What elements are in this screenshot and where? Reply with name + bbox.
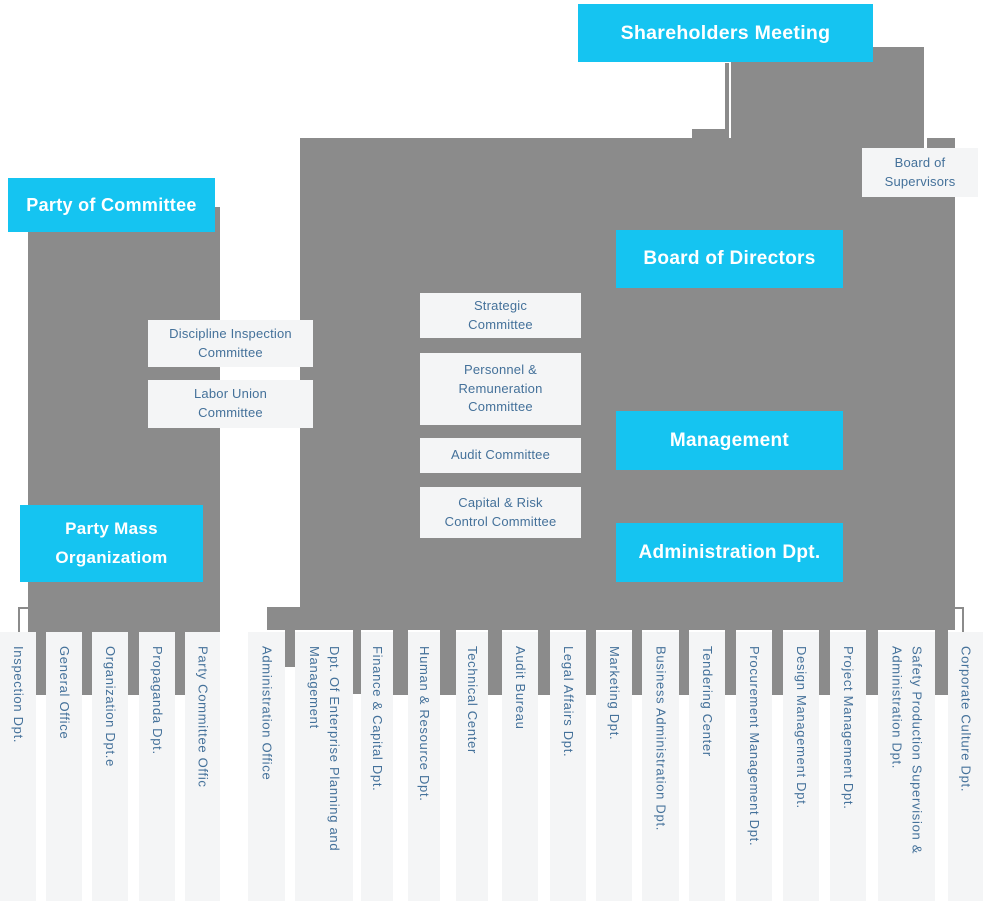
node-management: Management (616, 411, 843, 470)
dept-safety-production: Safety Production Supervision & Administ… (878, 632, 935, 901)
connector-strip (538, 629, 550, 695)
dept-corporate-culture: Corporate Culture Dpt. (948, 632, 983, 901)
dept-procurement-management: Procurement Management Dpt. (736, 632, 772, 901)
connector-strip (819, 629, 830, 695)
node-label: Audit Committee (450, 447, 551, 463)
connector-right-elbow-v (962, 607, 964, 632)
dept-label: Organization Dpt.e (103, 646, 119, 767)
node-label: Board of Directors (643, 248, 816, 269)
connector-strip (725, 629, 736, 695)
trunk-top-sliver (725, 63, 729, 130)
node-label: Capital & Risk Control Committee (444, 494, 557, 529)
dept-design-management: Design Management Dpt. (783, 632, 819, 901)
dept-general-office: General Office (46, 632, 82, 901)
dept-party-committee-office: Party Committee Offic (185, 632, 220, 901)
node-party-mass-organization: Party Mass Organizatiom (20, 505, 203, 582)
dept-audit-bureau: Audit Bureau (502, 632, 538, 901)
node-labor-union-committee: Labor Union Committee (148, 380, 313, 428)
trunk-top-bridge-right (731, 127, 924, 139)
connector-strip (866, 629, 878, 695)
connector-strip (353, 629, 361, 694)
connector-strip (128, 629, 139, 695)
connector-strip (772, 629, 783, 695)
dept-label: Party Committee Offic (195, 646, 211, 788)
node-strategic-committee: Strategic Committee (420, 293, 581, 338)
dept-propaganda: Propaganda Dpt. (139, 632, 175, 901)
node-label: Board of Supervisors (884, 154, 956, 189)
connector-strip (82, 629, 92, 695)
dept-technical-center: Technical Center (456, 632, 488, 901)
dept-project-management: Project Management Dpt. (830, 632, 866, 901)
node-shareholders-meeting: Shareholders Meeting (578, 4, 873, 62)
dept-label: Legal Affairs Dpt. (561, 646, 577, 758)
connector-strip (285, 629, 295, 667)
node-personnel-remuneration-committee: Personnel & Remuneration Committee (420, 353, 581, 425)
connector-left-elbow-v (18, 607, 20, 632)
dept-label: Audit Bureau (513, 646, 529, 730)
dept-label: Project Management Dpt. (841, 646, 857, 810)
dept-enterprise-planning: Dpt. Of Enterprise Planning and Manageme… (295, 632, 353, 901)
node-board-of-directors: Board of Directors (616, 230, 843, 288)
dept-label: General Office (57, 646, 73, 740)
dept-label: Inspection Dpt. (11, 646, 27, 744)
dept-label: Safety Production Supervision & Administ… (889, 646, 925, 855)
trunk-top-bridge-left (692, 129, 729, 139)
node-label: Party Mass Organizatiom (55, 519, 168, 567)
dept-tendering-center: Tendering Center (689, 632, 725, 901)
node-discipline-inspection-committee: Discipline Inspection Committee (148, 320, 313, 367)
node-audit-committee: Audit Committee (420, 438, 581, 473)
connector-strip (393, 629, 408, 695)
dept-label: Administration Office (259, 646, 275, 781)
dept-label: Business Administration Dpt. (653, 646, 669, 832)
node-label: Shareholders Meeting (620, 21, 831, 44)
connector-strip (488, 629, 502, 695)
connector-strip (175, 629, 185, 695)
node-label: Party of Committee (26, 194, 197, 215)
dept-marketing: Marketing Dpt. (596, 632, 632, 901)
connector-strip (440, 629, 456, 695)
dept-label: Propaganda Dpt. (150, 646, 166, 755)
dept-label: Corporate Culture Dpt. (958, 646, 974, 793)
connector-strip (935, 629, 948, 695)
dept-label: Design Management Dpt. (794, 646, 810, 809)
node-party-of-committee: Party of Committee (8, 178, 215, 232)
trunk-main-step (267, 607, 300, 630)
node-board-of-supervisors: Board of Supervisors (862, 148, 978, 197)
dept-legal-affairs: Legal Affairs Dpt. (550, 632, 586, 901)
dept-organization: Organization Dpt.e (92, 632, 128, 901)
dept-human-resource: Human & Resource Dpt. (408, 632, 440, 901)
dept-business-administration: Business Administration Dpt. (642, 632, 679, 901)
dept-administration-office: Administration Office (248, 632, 285, 901)
dept-label: Finance & Capital Dpt. (370, 646, 386, 792)
node-label: Labor Union Committee (193, 386, 268, 420)
node-label: Personnel & Remuneration Committee (458, 361, 543, 415)
connector-strip (586, 629, 596, 695)
node-label: Discipline Inspection Committee (169, 325, 292, 360)
connector-strip (36, 629, 46, 695)
dept-label: Human & Resource Dpt. (417, 646, 433, 802)
connector-strip (632, 629, 642, 695)
node-label: Strategic Committee (468, 297, 533, 332)
dept-finance-capital: Finance & Capital Dpt. (361, 632, 393, 901)
dept-label: Procurement Management Dpt. (747, 646, 763, 847)
connector-left-elbow-h (18, 607, 29, 609)
dept-label: Technical Center (465, 646, 481, 755)
connector-strip (679, 629, 689, 695)
dept-label: Tendering Center (700, 646, 716, 757)
dept-label: Marketing Dpt. (607, 646, 623, 741)
dept-inspection: Inspection Dpt. (0, 632, 36, 901)
node-capital-risk-control-committee: Capital & Risk Control Committee (420, 487, 581, 538)
node-label: Administration Dpt. (638, 541, 821, 563)
node-label: Management (669, 429, 790, 451)
dept-label: Dpt. Of Enterprise Planning and Manageme… (307, 646, 343, 852)
connector-right-elbow-h (955, 607, 964, 609)
node-administration-dpt: Administration Dpt. (616, 523, 843, 582)
hairline-right (924, 127, 927, 148)
